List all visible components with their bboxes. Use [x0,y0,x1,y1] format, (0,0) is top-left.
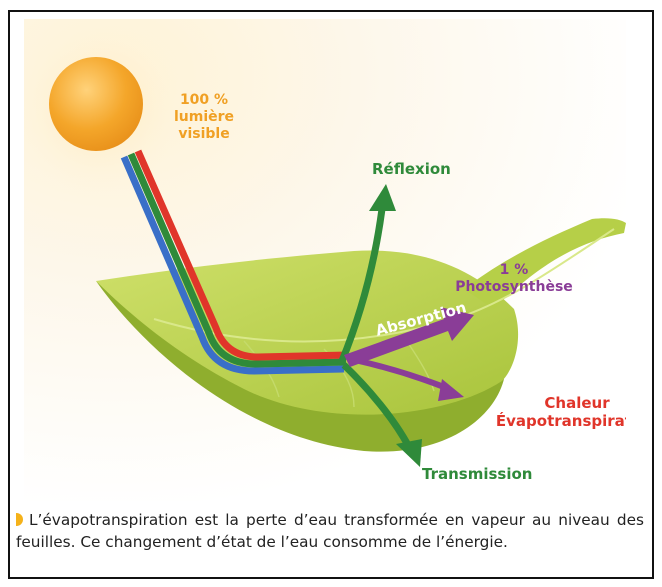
caption: L’évapotranspiration est la perte d’eau … [16,510,644,553]
sun-label-line-2: lumière [164,109,244,126]
caption-bullet-icon [16,513,23,526]
reflexion-label: Réflexion [372,160,451,178]
top-cut-text [318,0,662,10]
sun-label-line-3: visible [164,126,244,143]
chaleur-label-line-1: Chaleur [482,394,626,412]
photosynthese-label-line-2: Photosynthèse [449,279,579,296]
diagram-area: 100 % lumière visible Réflexion 1 % Phot… [24,19,626,501]
photosynthese-label: 1 % Photosynthèse [449,262,579,296]
photosynthese-label-line-1: 1 % [449,262,579,279]
sun-icon [49,57,143,151]
transmission-label: Transmission [422,465,532,483]
chaleur-label: Chaleur Évapotranspiration [482,394,626,430]
figure-frame: 100 % lumière visible Réflexion 1 % Phot… [8,10,654,579]
caption-text: L’évapotranspiration est la perte d’eau … [16,511,644,551]
chaleur-label-line-2: Évapotranspiration [482,412,626,430]
sun-label-line-1: 100 % [164,92,244,109]
sun-label: 100 % lumière visible [164,92,244,143]
